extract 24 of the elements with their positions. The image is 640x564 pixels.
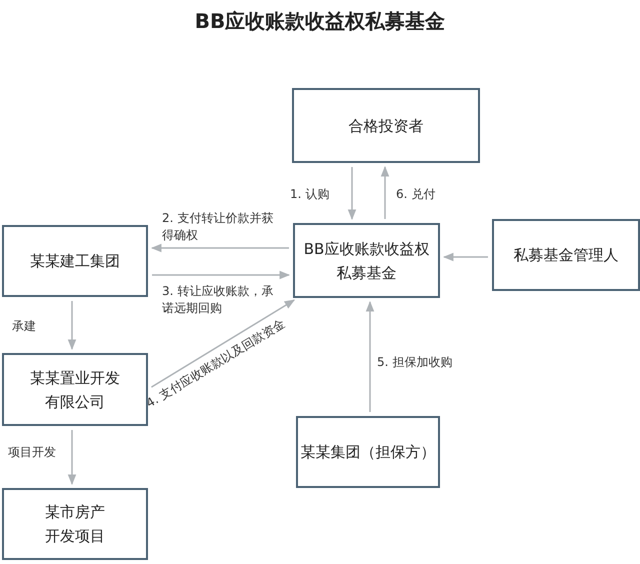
edge-label: 项目开发	[8, 444, 57, 461]
process-box: 私募基金管理人	[492, 219, 640, 291]
process-box: BB应收账款收益权私募基金	[293, 223, 440, 298]
title: BB应收账款收益权私募基金	[194, 8, 446, 35]
process-box: 某某集团（担保方）	[296, 416, 440, 488]
arrow	[380, 166, 390, 219]
arrow	[442, 252, 488, 262]
edge-label: 承建	[12, 318, 37, 335]
arrow	[150, 244, 289, 252]
process-box: 合格投资者	[292, 88, 480, 163]
edge-label: 6. 兑付	[396, 186, 436, 203]
process-box: 某市房产开发项目	[2, 488, 148, 560]
process-box: 某某建工集团	[2, 225, 148, 297]
arrow	[152, 270, 290, 280]
edge-label: 1. 认购	[290, 186, 330, 203]
arrow	[366, 300, 374, 412]
arrow	[348, 167, 356, 220]
arrow	[151, 299, 296, 388]
arrow	[68, 430, 76, 486]
process-box: 某某置业开发有限公司	[2, 353, 148, 426]
edge-label: 3. 转让应收账款，承诺远期回购	[162, 283, 274, 317]
arrow	[68, 301, 76, 350]
edge-label: 5. 担保加收购	[377, 354, 454, 371]
edge-label: 2. 支付转让价款并获得确权	[162, 210, 274, 244]
